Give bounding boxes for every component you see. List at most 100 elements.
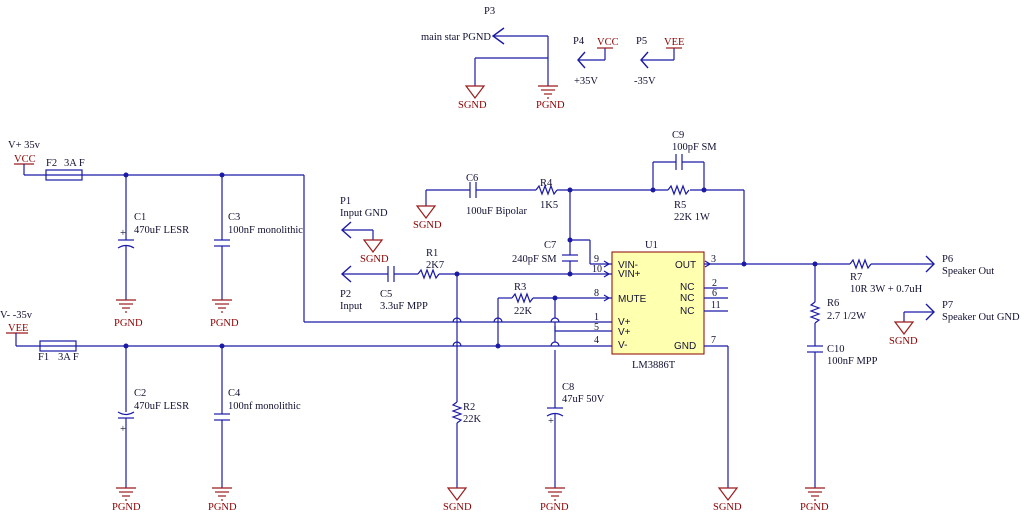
vminus-rail: V- -35v VEE F1 3A F <box>0 310 612 363</box>
r2-designator: R2 <box>463 402 475 413</box>
svg-text:+: + <box>120 228 126 239</box>
c5-value: 3.3uF MPP <box>380 301 428 312</box>
resistor-r2: R2 22K <box>451 274 482 488</box>
sgnd-label: SGND <box>458 100 487 111</box>
pin-number: 5 <box>594 322 599 333</box>
pin-name: V- <box>618 340 627 351</box>
c8-value: 47uF 50V <box>562 394 605 405</box>
r1-designator: R1 <box>426 248 438 259</box>
p5-designator: P5 <box>636 36 647 47</box>
capacitor-c4: C4 100nf monolithic <box>214 346 301 488</box>
c3-value: 100nF monolithic <box>228 225 303 236</box>
c9-designator: C9 <box>672 130 684 141</box>
connector-p7: SGND P7 Speaker Out GND <box>889 300 1020 347</box>
resistor-r1: R1 2K7 <box>417 248 612 280</box>
r2-value: 22K <box>463 414 482 425</box>
p3-designator: P3 <box>484 6 495 17</box>
r6-value: 2.7 1/2W <box>827 311 866 322</box>
p4-value: +35V <box>574 76 598 87</box>
p3-label: main star PGND <box>421 32 491 43</box>
f1-value: 3A F <box>58 352 79 363</box>
r1-value: 2K7 <box>426 260 444 271</box>
pin-number: 10 <box>592 264 602 275</box>
p4-designator: P4 <box>573 36 585 47</box>
c1-value: 470uF LESR <box>134 225 189 236</box>
p5-vee: VEE <box>664 37 684 48</box>
sgnd-label: SGND <box>713 502 742 512</box>
c2-value: 470uF LESR <box>134 401 189 412</box>
sgnd-label: SGND <box>360 254 389 265</box>
u1-designator: U1 <box>645 240 658 251</box>
capacitor-c7: C7 240pF SM <box>512 240 578 274</box>
pgnd-c4: PGND <box>208 487 237 512</box>
pin-name: MUTE <box>618 294 647 305</box>
pin-name: VIN- <box>618 260 638 271</box>
c4-designator: C4 <box>228 388 241 399</box>
c6-value: 100uF Bipolar <box>466 206 527 217</box>
pgnd-label: PGND <box>114 318 143 329</box>
r7-designator: R7 <box>850 272 862 283</box>
pgnd-c2: PGND <box>112 487 141 512</box>
r5-designator: R5 <box>674 200 686 211</box>
ic-u1: U1 LM3886T 9 VIN- 10 VIN+ 8 MUTE 1 V+ 5 … <box>592 240 742 512</box>
pin-name: NC <box>680 293 694 304</box>
c9-value: 100pF SM <box>672 142 717 153</box>
p1-designator: P1 <box>340 196 351 207</box>
capacitor-c2: + C2 470uF LESR <box>117 346 189 488</box>
resistor-r7: R7 10R 3W + 0.7uH <box>849 258 934 295</box>
capacitor-c9: C9 100pF SM <box>652 130 717 190</box>
pin-name: VIN+ <box>618 269 641 280</box>
c10-designator: C10 <box>827 344 845 355</box>
p2-designator: P2 <box>340 289 351 300</box>
c3-designator: C3 <box>228 212 240 223</box>
connector-p4: P4 VCC +35V <box>573 36 619 87</box>
r4-designator: R4 <box>540 178 553 189</box>
pgnd-label: PGND <box>540 502 569 512</box>
pin-name: NC <box>680 282 694 293</box>
resistor-r5: R5 22K 1W <box>667 184 710 223</box>
c2-designator: C2 <box>134 388 146 399</box>
vminus-label: V- -35v <box>0 310 33 321</box>
p4-vcc: VCC <box>597 37 619 48</box>
p5-value: -35V <box>634 76 656 87</box>
f2-value: 3A F <box>64 158 85 169</box>
capacitor-c3: C3 100nF monolithic <box>214 175 303 300</box>
p1-label: Input GND <box>340 208 388 219</box>
c7-designator: C7 <box>544 240 556 251</box>
c5-designator: C5 <box>380 289 392 300</box>
vplus-label: V+ 35v <box>8 140 41 151</box>
p7-designator: P7 <box>942 300 953 311</box>
resistor-r6: R6 2.7 1/2W <box>809 264 866 346</box>
pin-number: 7 <box>711 335 716 346</box>
pin-name: GND <box>674 341 696 352</box>
pgnd-c8: PGND <box>540 487 569 512</box>
capacitor-c5: C5 3.3uF MPP <box>380 266 428 312</box>
pin-name: V+ <box>618 317 631 328</box>
connector-p2: P2 Input <box>340 265 388 312</box>
pgnd-c3: PGND <box>210 299 239 329</box>
pin-number: 11 <box>711 300 721 311</box>
vee-left: VEE <box>8 323 28 334</box>
pin-number: 2 <box>712 278 717 289</box>
f2-designator: F2 <box>46 158 57 169</box>
c10-value: 100nF MPP <box>827 356 878 367</box>
pgnd-c1: PGND <box>114 299 143 329</box>
pgnd-label: PGND <box>210 318 239 329</box>
pgnd-label: PGND <box>800 502 829 512</box>
resistor-r4: R4 1K5 <box>535 178 744 211</box>
pin-name: V+ <box>618 327 631 338</box>
capacitor-c10: C10 100nF MPP <box>807 344 878 488</box>
pin-number: 3 <box>711 254 716 265</box>
p6-designator: P6 <box>942 254 953 265</box>
r3-value: 22K <box>514 306 533 317</box>
p7-label: Speaker Out GND <box>942 312 1020 323</box>
f1-designator: F1 <box>38 352 49 363</box>
p6-label: Speaker Out <box>942 266 994 277</box>
r3-designator: R3 <box>514 282 526 293</box>
connector-p6: P6 Speaker Out <box>925 254 994 277</box>
c4-value: 100nf monolithic <box>228 401 301 412</box>
sgnd-c6: SGND <box>413 205 442 231</box>
r4-value: 1K5 <box>540 200 558 211</box>
pgnd-label: PGND <box>208 502 237 512</box>
